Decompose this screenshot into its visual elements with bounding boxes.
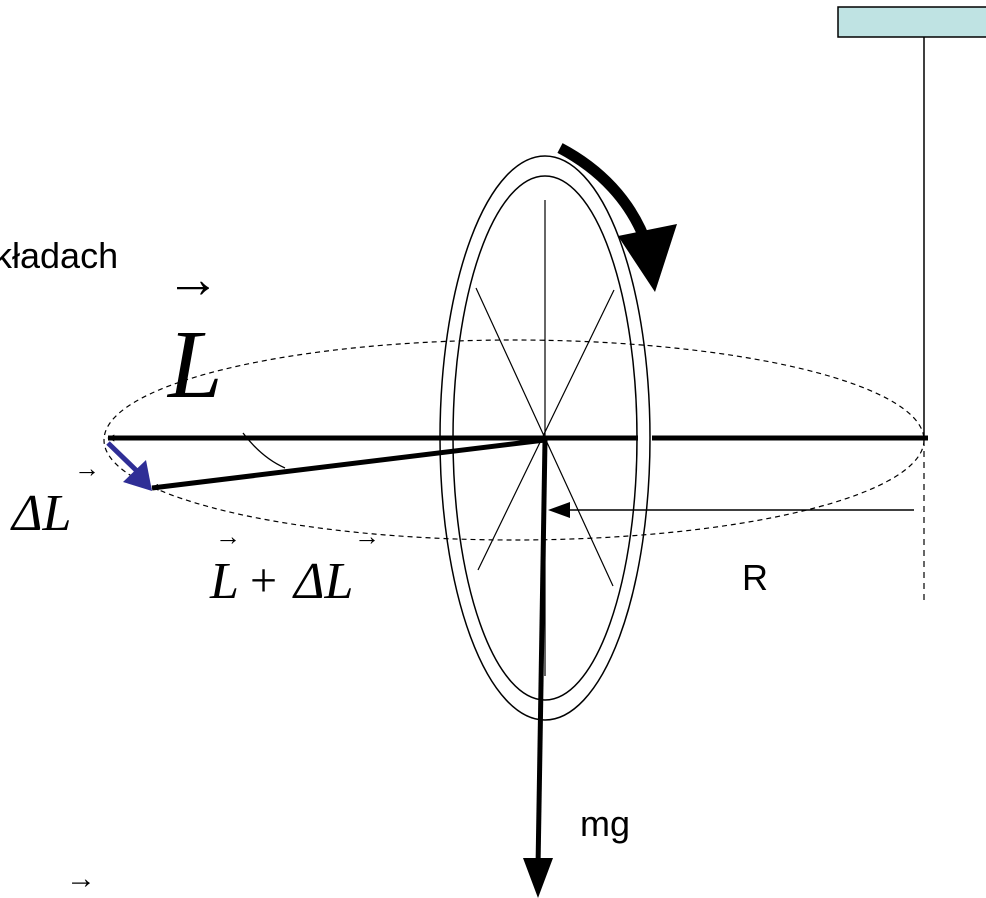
radius-arrowhead [548, 502, 570, 518]
weight-label: mg [580, 803, 630, 844]
ceiling-support [837, 6, 986, 38]
delta-L-vector [106, 441, 142, 476]
sum-L-label: L [209, 553, 239, 610]
sum-delta-L-label: ΔL [292, 553, 353, 610]
L-arrow-symbol: → [166, 249, 220, 309]
cropped-word-label: kładach [0, 235, 118, 276]
sum-L-arrow-symbol: → [215, 522, 241, 551]
rotation-arrowhead [618, 224, 677, 292]
bottom-arrow-symbol: → [66, 862, 96, 895]
precession-angle-arc [242, 432, 286, 469]
sum-delta-L-arrow-symbol: → [354, 522, 380, 551]
L-label: L [166, 311, 223, 419]
delta-L-arrowhead [123, 460, 152, 491]
weight-arrowhead [523, 858, 553, 898]
delta-L-label: ΔL [10, 485, 71, 542]
sum-plus-sign: + [250, 554, 277, 607]
radius-label: R [742, 557, 768, 598]
weight-vector [535, 439, 548, 869]
L-plus-delta-L-vector [151, 437, 546, 491]
delta-L-arrow-symbol: → [74, 454, 100, 483]
